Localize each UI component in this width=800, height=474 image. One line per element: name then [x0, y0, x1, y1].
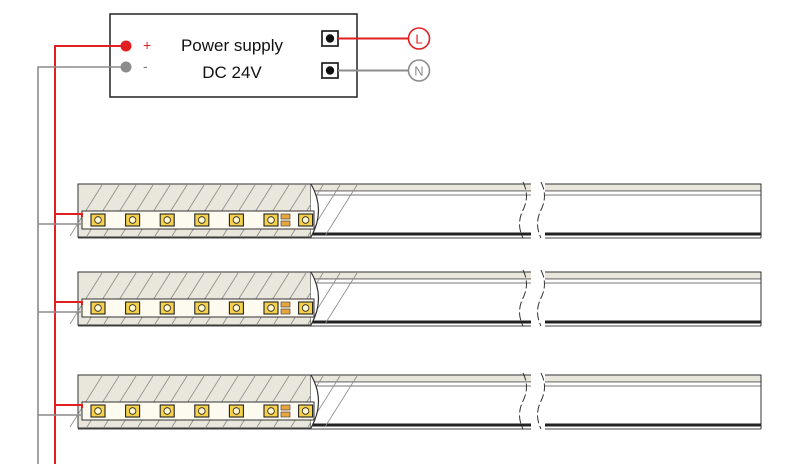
- positive-feed-wire: [55, 301, 83, 305]
- break-line-1: [519, 269, 527, 327]
- power-supply-title: Power supply: [181, 36, 284, 55]
- led-strip-profiles: [38, 181, 762, 430]
- led-chip: [90, 301, 106, 315]
- neutral-label: N: [414, 64, 423, 79]
- live-label: L: [415, 32, 422, 47]
- power-supply-voltage: DC 24V: [202, 63, 262, 82]
- led-chip: [125, 404, 141, 418]
- resistor: [280, 213, 291, 227]
- power-supply-box: [109, 13, 358, 98]
- positive-feed-wire: [55, 213, 83, 217]
- positive-bus-wire: [54, 45, 126, 464]
- break-line-2: [537, 181, 545, 239]
- break-line-1: [519, 181, 527, 239]
- power-supply-unit: Power supply DC 24V + -: [109, 13, 358, 98]
- plus-sign: +: [143, 37, 151, 53]
- led-chip: [263, 213, 279, 227]
- led-chip: [263, 301, 279, 315]
- led-chip: [298, 213, 314, 227]
- led-chip: [90, 213, 106, 227]
- led-chip: [228, 301, 244, 315]
- led-chip: [159, 404, 175, 418]
- positive-feed-wire: [55, 404, 83, 408]
- led-chip: [298, 301, 314, 315]
- neutral-symbol: N: [407, 59, 431, 82]
- break-line-2: [537, 269, 545, 327]
- led-chip: [298, 404, 314, 418]
- led-chip: [194, 404, 210, 418]
- led-chip: [125, 301, 141, 315]
- led-chip: [263, 404, 279, 418]
- break-line-1: [519, 372, 527, 430]
- live-symbol: L: [407, 27, 431, 50]
- led-chip: [125, 213, 141, 227]
- resistor: [280, 404, 291, 418]
- minus-sign: -: [143, 58, 148, 74]
- led-chip: [228, 404, 244, 418]
- break-line-2: [537, 372, 545, 430]
- led-strip-1: [38, 181, 762, 239]
- resistor: [280, 301, 291, 315]
- led-chip: [90, 404, 106, 418]
- led-chip: [228, 213, 244, 227]
- led-chip: [194, 301, 210, 315]
- led-strip-2: [38, 269, 762, 327]
- led-chip: [159, 301, 175, 315]
- led-chip: [159, 213, 175, 227]
- led-strip-3: [38, 372, 762, 430]
- negative-bus-wire: [37, 66, 126, 464]
- led-chip: [194, 213, 210, 227]
